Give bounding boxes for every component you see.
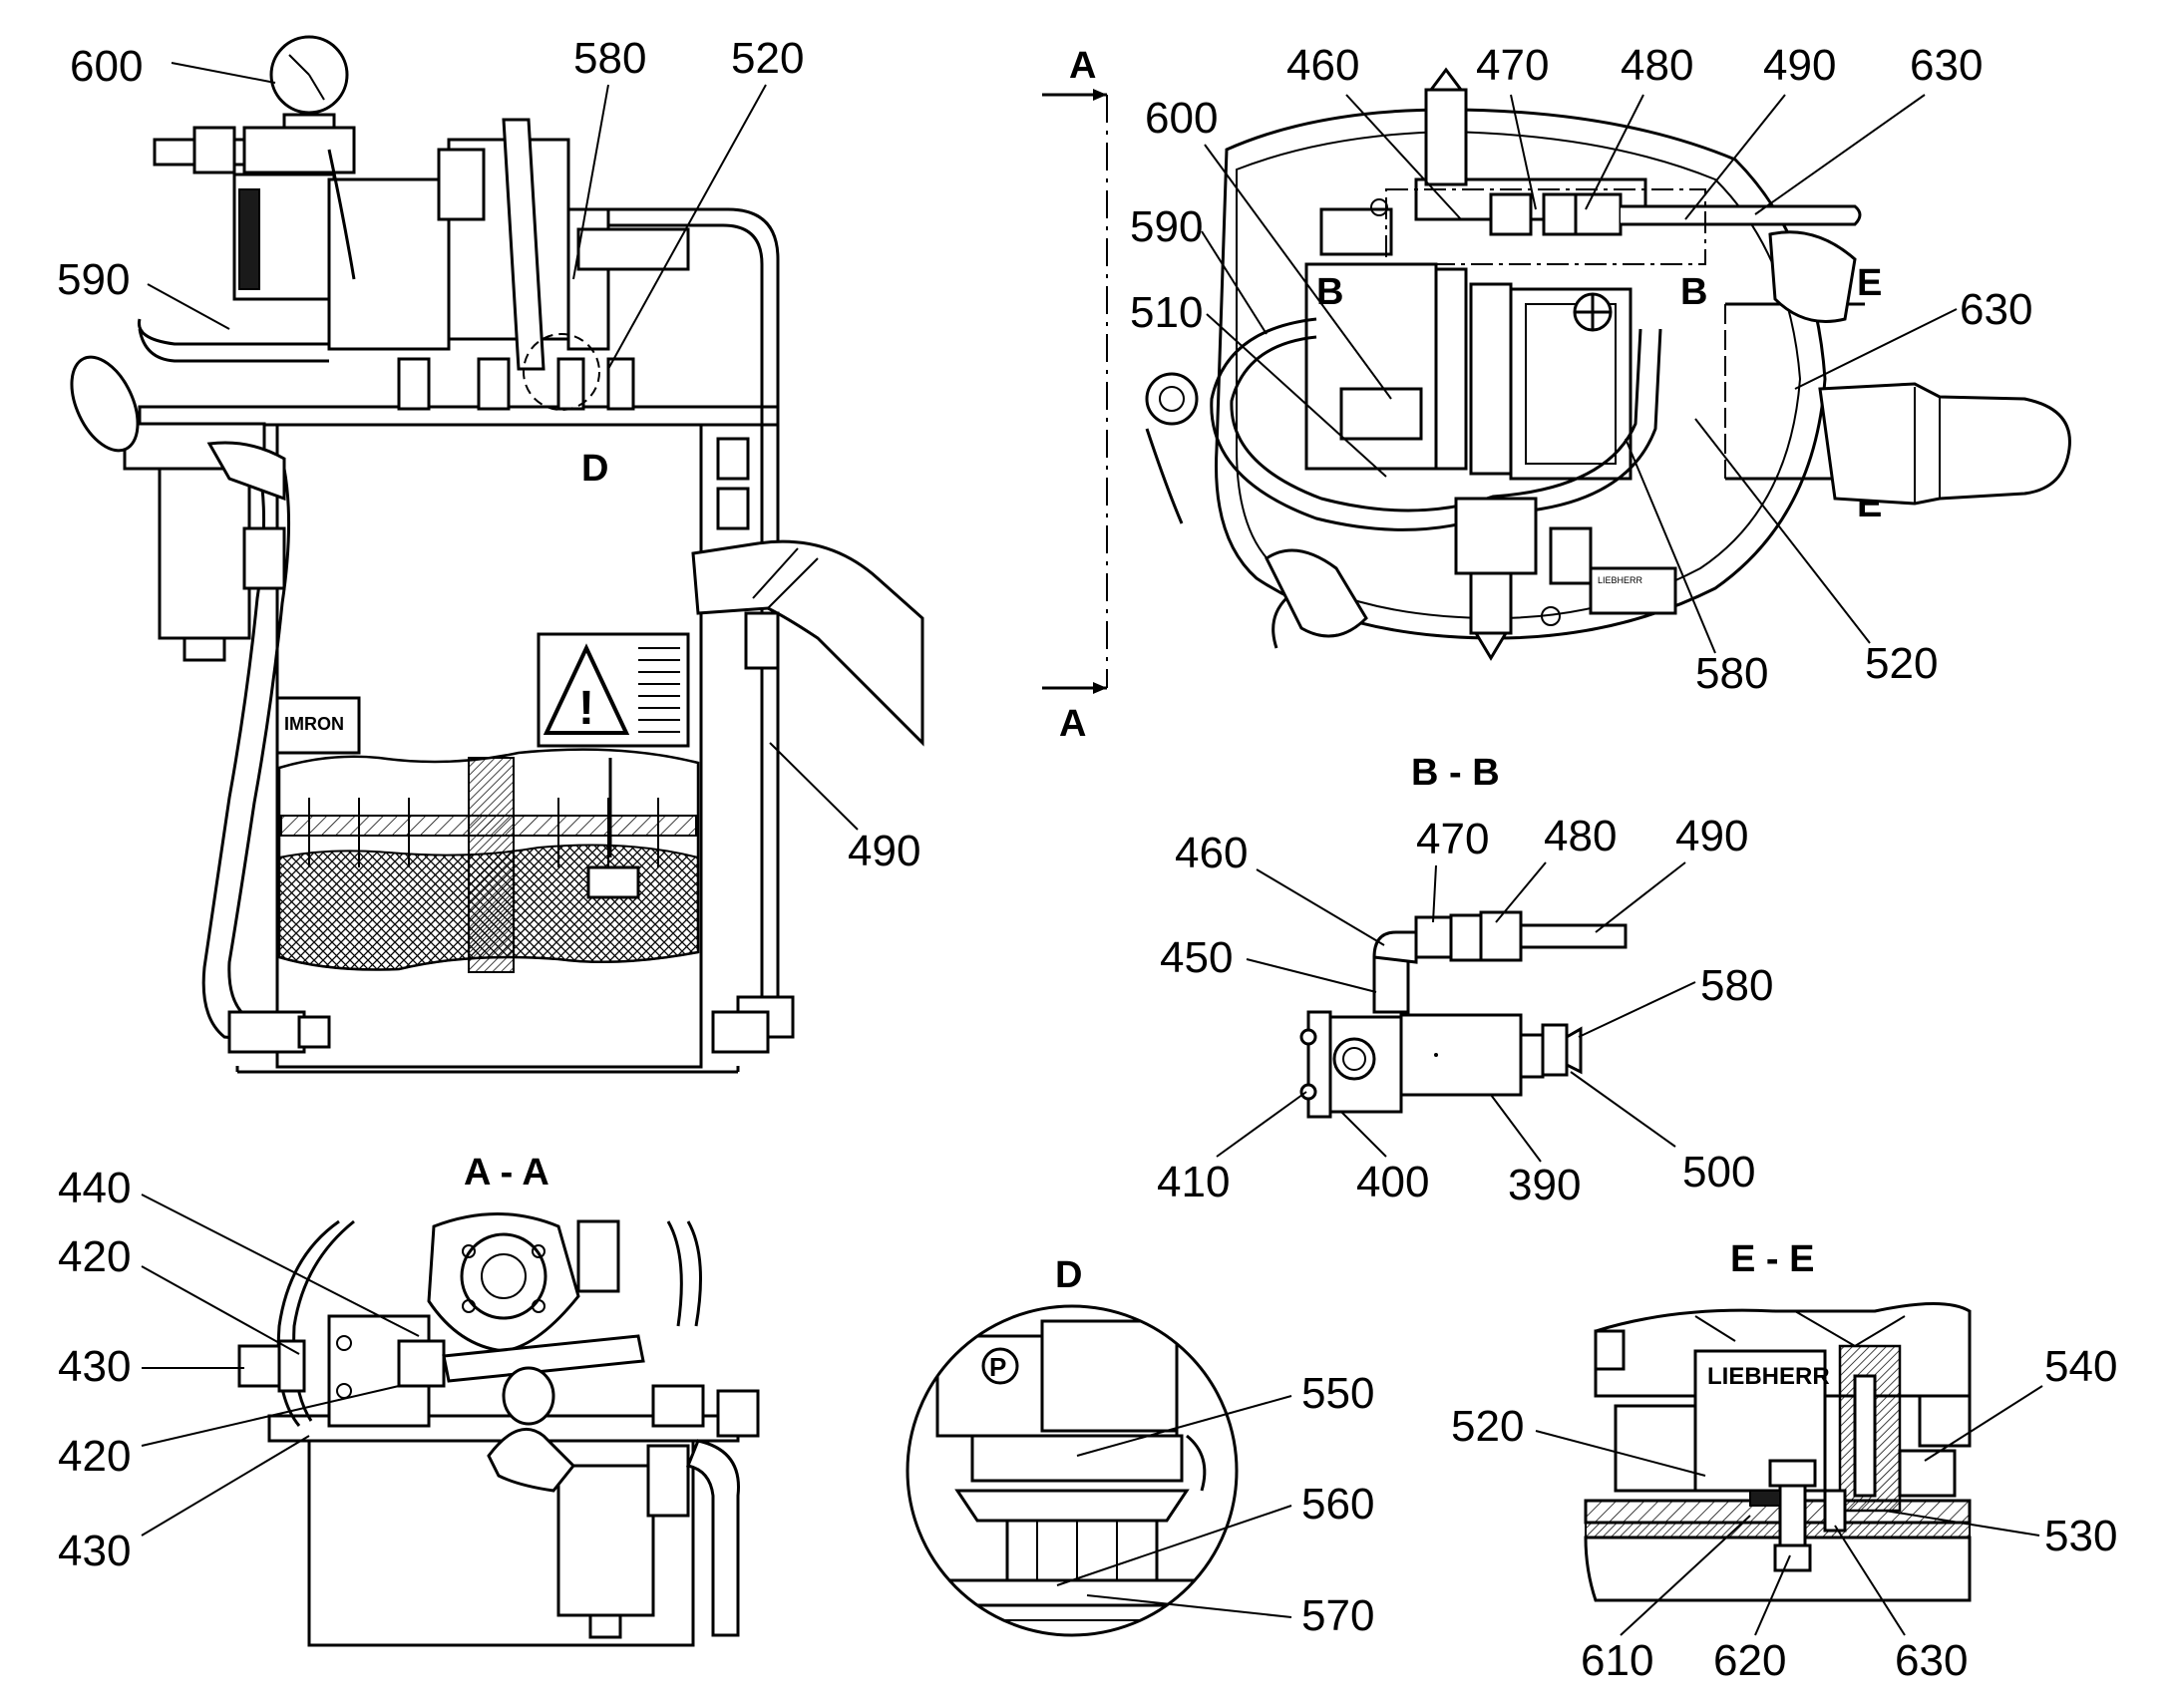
main-callout-600: 600 (70, 42, 143, 91)
main-nameplate (275, 696, 361, 755)
top-callout-630-right: 630 (1960, 285, 2032, 334)
aa-callout-430-bottom: 430 (58, 1527, 131, 1575)
bb-callout-410: 410 (1157, 1158, 1230, 1206)
top-callout-510: 510 (1130, 288, 1203, 337)
aa-pipe (442, 1334, 645, 1383)
top-nameplate (1589, 566, 1677, 615)
top-pipe-490 (1621, 204, 1862, 226)
ee-nameplate-text: LIEBHERR (1707, 1363, 1830, 1390)
d-callout-570: 570 (1301, 1591, 1374, 1640)
top-callout-590: 590 (1130, 202, 1203, 251)
bb-callout-390: 390 (1508, 1161, 1581, 1209)
top-callout-470: 470 (1476, 41, 1549, 90)
pressure-hose (137, 318, 329, 346)
top-callout-460: 460 (1286, 41, 1359, 90)
bb-callout-400: 400 (1356, 1158, 1429, 1206)
d-callout-550: 550 (1301, 1369, 1374, 1418)
detail-d-view: D P 550 560 570 (906, 1254, 1374, 1640)
aa-callout-420-top: 420 (58, 1232, 131, 1281)
d-callout-560: 560 (1301, 1480, 1374, 1529)
section-marker-e-top: E (1857, 262, 1882, 304)
bb-callout-490: 490 (1675, 812, 1748, 860)
bb-callout-500: 500 (1682, 1148, 1755, 1196)
section-ee-title: E - E (1730, 1238, 1814, 1280)
aa-filter (556, 1464, 655, 1617)
aa-callout-430-top: 430 (58, 1342, 131, 1391)
bb-solenoid-390 (1399, 1013, 1523, 1097)
ee-callout-540: 540 (2044, 1342, 2117, 1391)
top-plate (138, 405, 780, 427)
main-callout-520: 520 (731, 34, 804, 83)
ee-callout-530: 530 (2044, 1512, 2117, 1560)
main-callout-580: 580 (573, 34, 646, 83)
warning-triangle (543, 643, 630, 735)
bb-callout-480: 480 (1544, 812, 1617, 860)
aa-return-line (276, 1219, 340, 1427)
top-callout-600: 600 (1145, 94, 1218, 143)
top-filter (1818, 382, 2071, 506)
top-callout-580: 580 (1695, 649, 1768, 698)
warning-symbol: ! (578, 682, 594, 735)
detail-d-title: D (1055, 1254, 1082, 1296)
top-hose-590 (1210, 317, 1662, 531)
bb-callout-450: 450 (1160, 933, 1233, 982)
main-nameplate-text: IMRON (284, 714, 344, 734)
pump-cover (1509, 287, 1633, 481)
detail-d-marker: D (581, 448, 608, 490)
aa-callout-420-bottom: 420 (58, 1432, 131, 1481)
section-ee-view: E - E LIEBHERR 520 540 530 610 620 630 (1451, 1238, 2117, 1685)
ee-callout-520: 520 (1451, 1402, 1524, 1451)
section-marker-b-left: B (1316, 271, 1343, 313)
ee-callout-630: 630 (1895, 1636, 1968, 1685)
section-bb-title: B - B (1411, 752, 1500, 794)
bb-callout-470: 470 (1416, 815, 1489, 863)
aa-callout-440: 440 (58, 1164, 131, 1212)
return-pipe (583, 207, 780, 1027)
bb-callout-580: 580 (1700, 961, 1773, 1010)
top-callout-480: 480 (1621, 41, 1693, 90)
ee-callout-620: 620 (1713, 1636, 1786, 1685)
outlet-elbow (691, 539, 924, 747)
ee-callout-610: 610 (1581, 1636, 1653, 1685)
section-marker-b-right: B (1680, 271, 1707, 313)
main-view: IMRON ! (57, 34, 924, 1074)
section-aa-title: A - A (464, 1152, 549, 1194)
bb-callout-460: 460 (1175, 829, 1248, 877)
main-callout-590: 590 (57, 255, 130, 304)
section-bb-view: B - B 460 470 480 490 450 580 410 400 3 (1157, 752, 1773, 1209)
top-callout-490: 490 (1763, 41, 1836, 90)
section-marker-a-top: A (1069, 45, 1096, 87)
top-callout-630-top: 630 (1910, 41, 1983, 90)
detail-d-frame (906, 1304, 1239, 1637)
main-callout-490: 490 (848, 827, 920, 875)
detail-d-port: P (989, 1352, 1006, 1382)
detail-d-circle (523, 333, 600, 411)
section-marker-a-bottom: A (1059, 703, 1086, 745)
section-aa-view: A - A 440 420 430 420 (58, 1152, 760, 1647)
bb-pipe-490 (1519, 923, 1628, 949)
top-callout-520: 520 (1865, 639, 1938, 688)
top-nameplate-text: LIEBHERR (1598, 575, 1643, 585)
top-view: A A B B E E (1042, 41, 2071, 745)
